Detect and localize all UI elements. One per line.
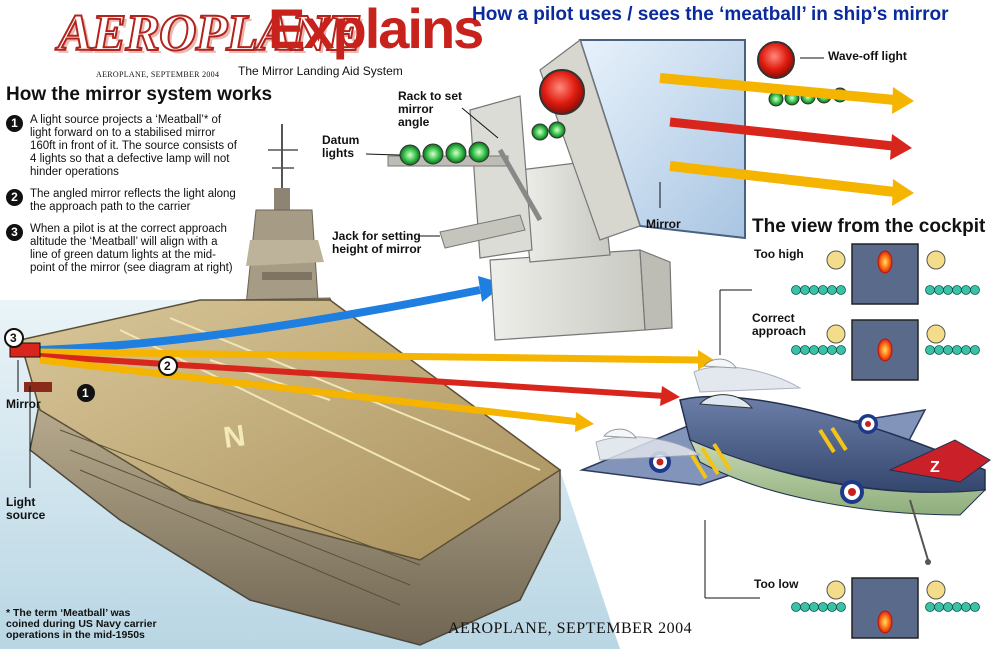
step-number: 3 bbox=[6, 224, 23, 241]
diagram-markers: 3 2 1 bbox=[4, 328, 178, 402]
svg-text:1: 1 bbox=[82, 386, 89, 400]
step-text: The angled mirror reflects the light alo… bbox=[30, 188, 236, 213]
credit-line: AEROPLANE, SEPTEMBER 2004 bbox=[448, 620, 693, 637]
datum-lights-label: Datum lights bbox=[322, 133, 360, 160]
jet-aircraft: Z bbox=[579, 394, 991, 565]
how-it-works-heading: How the mirror system works bbox=[6, 84, 273, 105]
approach-beams bbox=[39, 276, 714, 432]
subtitle: The Mirror Landing Aid System bbox=[238, 64, 403, 78]
step-2: 2 The angled mirror reflects the light a… bbox=[6, 188, 238, 214]
deck-letter: N bbox=[221, 419, 247, 455]
step-text: A light source projects a ‘Meatball’* of… bbox=[30, 114, 237, 178]
ship-mirror-label: Mirror bbox=[6, 397, 41, 411]
step-number: 2 bbox=[6, 189, 23, 206]
steps-list: 1 A light source projects a ‘Meatball’* … bbox=[6, 114, 238, 284]
svg-text:2: 2 bbox=[164, 359, 171, 373]
waveoff-light-left bbox=[539, 69, 585, 115]
too-high-label: Too high bbox=[754, 247, 804, 261]
ship-light-source bbox=[24, 382, 52, 392]
view-too-high bbox=[791, 243, 980, 305]
step-text: When a pilot is at the correct approach … bbox=[30, 223, 233, 274]
waveoff-label: Wave-off light bbox=[828, 49, 907, 63]
rack-label: Rack to set mirror angle bbox=[398, 89, 463, 129]
mirror-apparatus bbox=[387, 39, 746, 341]
correct-approach-label: Correct approach bbox=[752, 311, 807, 338]
too-low-label: Too low bbox=[754, 577, 799, 591]
tail-letter: Z bbox=[930, 459, 940, 476]
step-1: 1 A light source projects a ‘Meatball’* … bbox=[6, 114, 238, 179]
meatball-footnote: * The term ‘Meatball’ was coined during … bbox=[6, 607, 157, 641]
step-3: 3 When a pilot is at the correct approac… bbox=[6, 223, 238, 275]
mirror-label: Mirror bbox=[646, 217, 681, 231]
ghost-aircraft bbox=[595, 358, 802, 461]
jack-label: Jack for setting height of mirror bbox=[332, 229, 422, 256]
svg-text:3: 3 bbox=[10, 331, 17, 345]
mirror-beams bbox=[659, 73, 914, 206]
headline: How a pilot uses / sees the ‘meatball’ i… bbox=[472, 4, 949, 25]
series-title: Explains bbox=[268, 0, 484, 60]
logo-date: AEROPLANE, SEPTEMBER 2004 bbox=[96, 70, 220, 79]
light-source-label: Light source bbox=[6, 495, 46, 522]
step-number: 1 bbox=[6, 115, 23, 132]
cockpit-view-heading: The view from the cockpit bbox=[752, 216, 986, 237]
cockpit-views bbox=[791, 243, 980, 639]
blue-beam bbox=[39, 286, 481, 354]
aeroplane-logo: AEROPLANE bbox=[57, 4, 363, 63]
view-too-low bbox=[791, 577, 980, 639]
view-correct-approach bbox=[791, 319, 980, 381]
waveoff-light-right bbox=[757, 41, 795, 79]
